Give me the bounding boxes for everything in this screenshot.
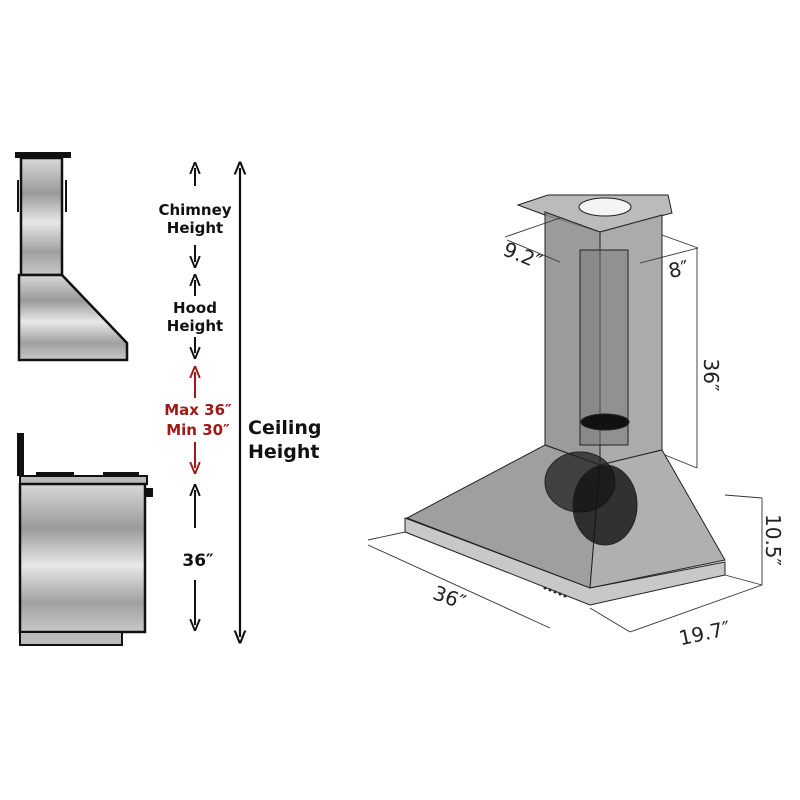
counter-height-label: 36″ bbox=[182, 551, 214, 571]
chimney-height-label-1: Chimney bbox=[158, 201, 231, 219]
isometric-hood bbox=[404, 194, 726, 606]
clearance-max-label: Max 36″ bbox=[164, 401, 232, 419]
side-view-range bbox=[17, 433, 153, 646]
hood-width-dimension: 36″ bbox=[430, 581, 469, 615]
chimney-height-label-2: Height bbox=[167, 219, 223, 237]
clearance-min-label: Min 30″ bbox=[166, 421, 230, 439]
hood-height-label-1: Hood bbox=[173, 299, 217, 317]
duct-depth-dimension: 8″ bbox=[666, 255, 691, 283]
ceiling-height-label-1: Ceiling bbox=[248, 417, 322, 439]
ceiling-height-label-2: Height bbox=[248, 441, 320, 463]
duct-width-dimension: 9.2″ bbox=[500, 237, 545, 274]
side-view-hood bbox=[15, 152, 129, 362]
hood-depth-dimension: 19.7″ bbox=[677, 616, 733, 650]
chimney-height-dimension: 36″ bbox=[699, 359, 723, 392]
hood-height-dimension: 10.5″ bbox=[761, 514, 785, 566]
hood-height-label-2: Height bbox=[167, 317, 223, 335]
dimension-lines bbox=[367, 217, 763, 633]
